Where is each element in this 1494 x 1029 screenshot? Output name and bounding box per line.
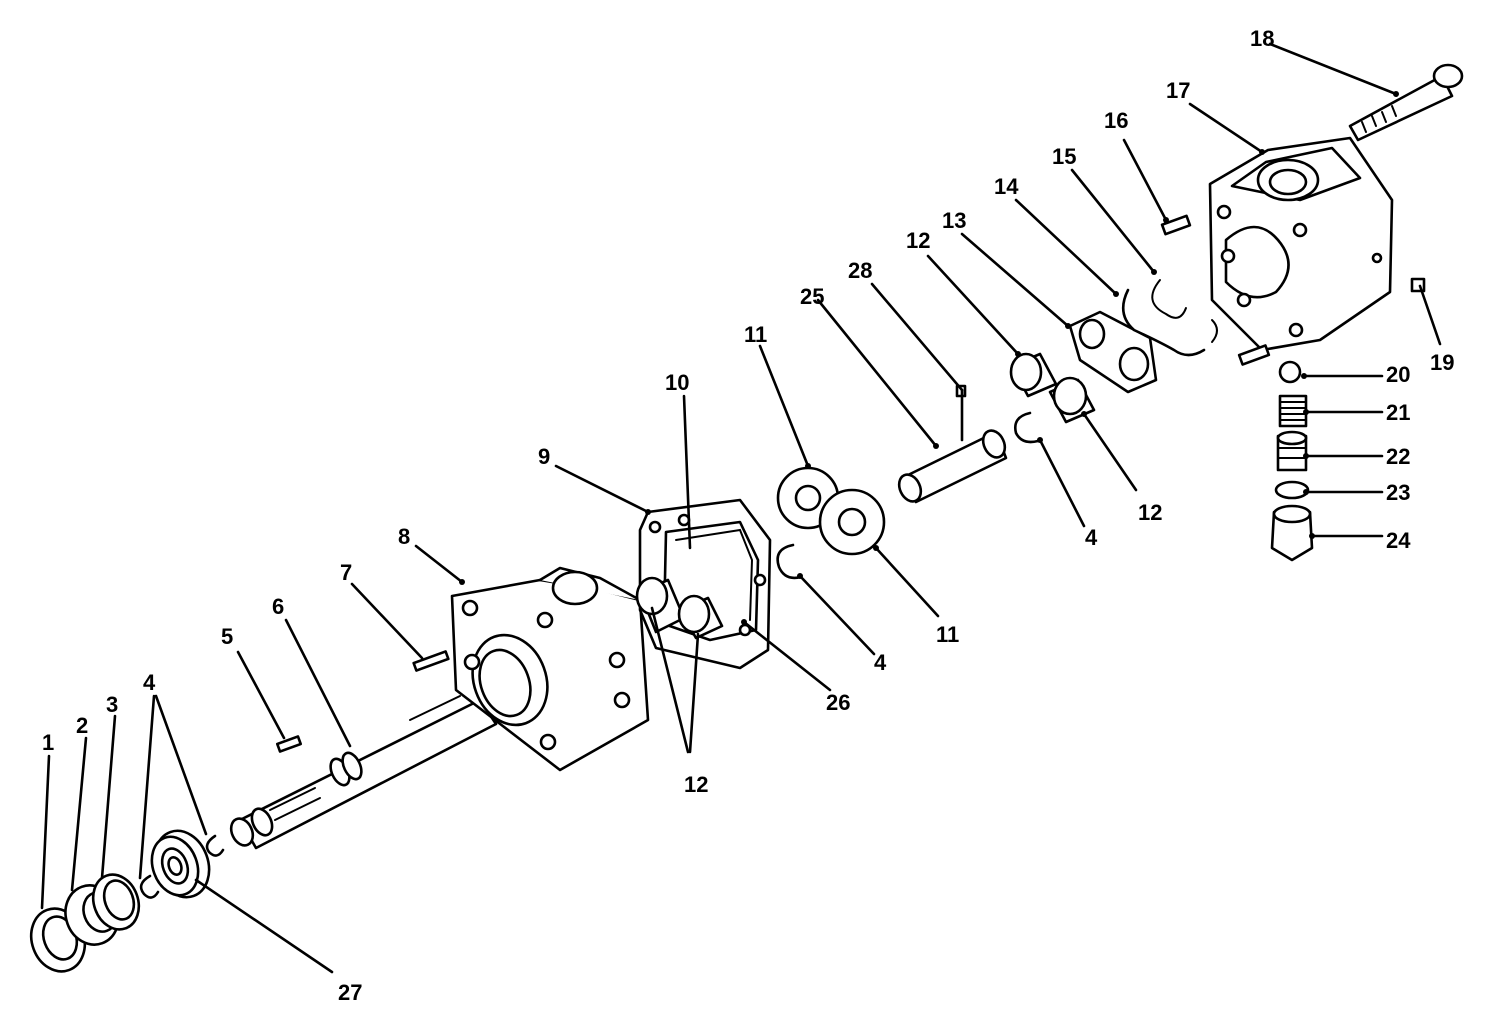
rear-housing-part	[1208, 136, 1394, 352]
callout-24: 24	[1386, 528, 1411, 553]
leader-lines	[40, 42, 1442, 974]
callout-23: 23	[1386, 480, 1410, 505]
snap-ring-part	[139, 874, 160, 899]
callout-20: 20	[1386, 362, 1410, 387]
callout-8: 8	[398, 524, 410, 549]
callout-14: 14	[994, 174, 1019, 199]
callout-25: 25	[800, 284, 824, 309]
front-housing-part	[450, 566, 650, 772]
seal-part	[1121, 288, 1206, 357]
poppet-part	[1276, 430, 1308, 472]
callout-28: 28	[848, 258, 872, 283]
seal-ring-part	[675, 528, 754, 621]
callout-4: 4	[1085, 525, 1098, 550]
snap-ring-part	[1014, 411, 1040, 444]
callout-12: 12	[1138, 500, 1162, 525]
check-ball-part	[1278, 360, 1302, 384]
key-part	[412, 650, 450, 672]
snap-ring-part	[205, 834, 225, 857]
o-ring-part	[1274, 480, 1310, 500]
callouts: 1 2 3 4 4 4 5 6 7 8 9 10 11 11 12 12 12 …	[42, 26, 1454, 1005]
bolt-part	[1348, 63, 1464, 142]
callout-16: 16	[1104, 108, 1128, 133]
callout-9: 9	[538, 444, 550, 469]
dowel-pin-part	[1237, 344, 1271, 366]
callout-22: 22	[1386, 444, 1410, 469]
callout-1: 1	[42, 730, 54, 755]
callout-17: 17	[1166, 78, 1190, 103]
drive-shaft-part	[229, 695, 498, 850]
callout-12: 12	[684, 772, 708, 797]
callout-15: 15	[1052, 144, 1076, 169]
bushing-part	[677, 594, 724, 640]
callout-7: 7	[340, 560, 352, 585]
callout-10: 10	[665, 370, 689, 395]
backup-ring-part	[1151, 279, 1218, 343]
bushing-part	[1048, 376, 1096, 424]
idler-shaft-part	[897, 429, 1008, 504]
callout-5: 5	[221, 624, 233, 649]
callout-18: 18	[1250, 26, 1274, 51]
callout-21: 21	[1386, 400, 1410, 425]
callout-2: 2	[76, 713, 88, 738]
callout-6: 6	[272, 594, 284, 619]
callout-11: 11	[936, 622, 959, 647]
callout-12: 12	[906, 228, 930, 253]
snap-ring-part	[776, 543, 803, 580]
callout-27: 27	[338, 980, 362, 1005]
spring-part	[1278, 394, 1308, 428]
o-ring-part	[91, 873, 141, 931]
callout-13: 13	[942, 208, 966, 233]
callout-4: 4	[874, 650, 887, 675]
callout-19: 19	[1430, 350, 1454, 375]
dowel-pin-part	[1160, 214, 1192, 236]
callout-26: 26	[826, 690, 850, 715]
hex-plug-part	[1270, 504, 1314, 562]
key-part	[275, 735, 303, 753]
driven-gear-part	[818, 488, 886, 556]
leader-dots	[459, 91, 1399, 625]
callout-11: 11	[744, 322, 767, 347]
callout-4: 4	[143, 670, 156, 695]
callout-3: 3	[106, 692, 118, 717]
bushing-part	[1009, 352, 1058, 398]
wear-plate-part	[1068, 310, 1158, 394]
